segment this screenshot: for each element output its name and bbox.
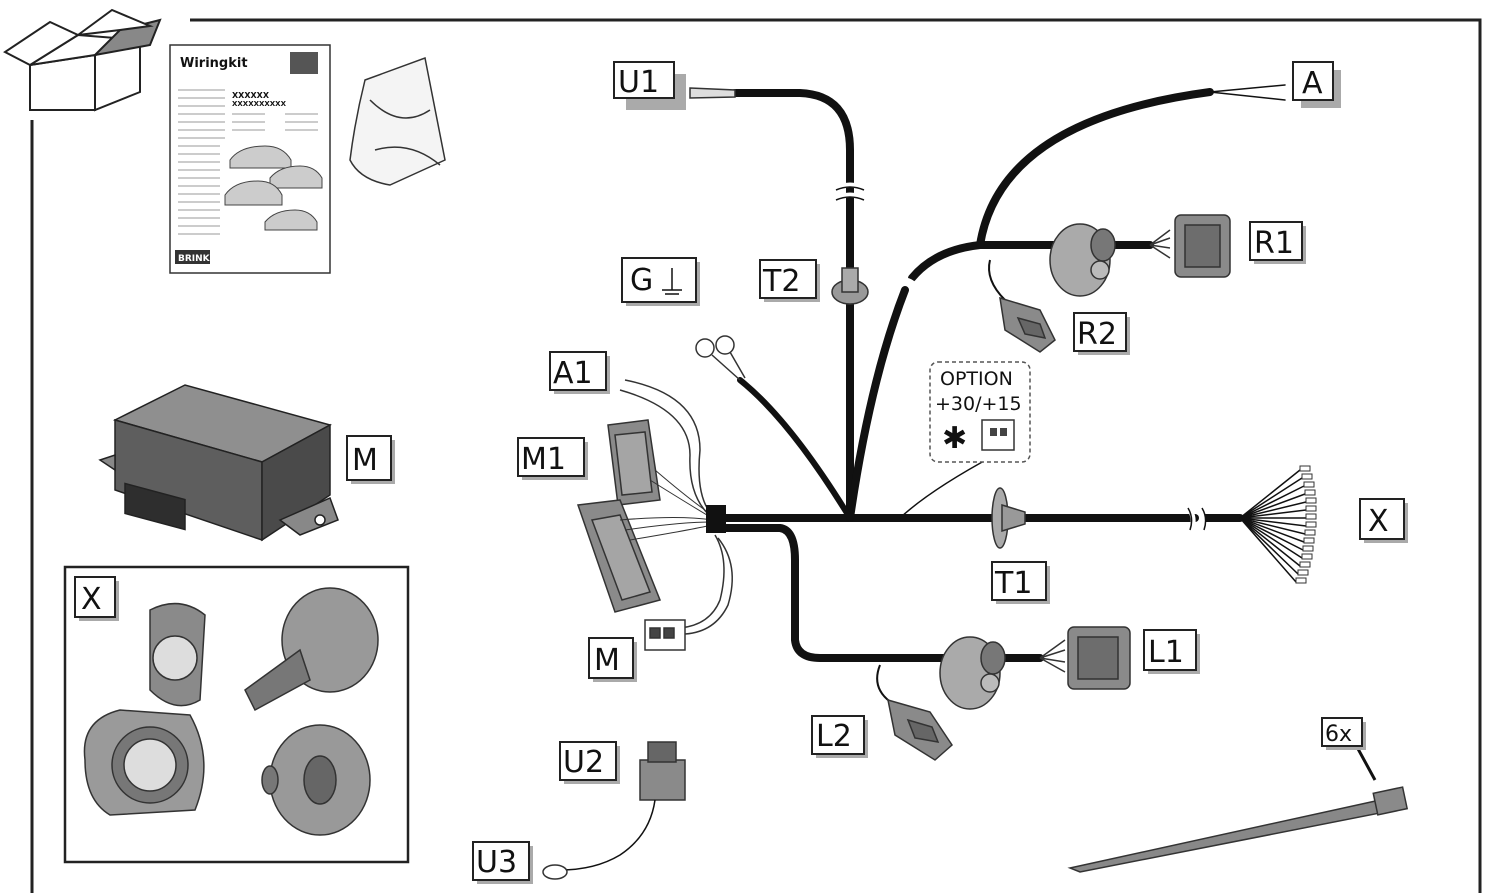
connector-m — [644, 534, 733, 651]
label-m-connector-text: M — [594, 643, 620, 678]
label-m-module: M — [346, 435, 395, 484]
label-g: G — [621, 257, 700, 306]
label-l2: L2 — [811, 715, 868, 758]
socket-kit-box — [63, 565, 410, 864]
wire-terminals-x — [1295, 465, 1317, 584]
label-m-connector: M — [588, 637, 637, 682]
label-x-main: X — [1359, 498, 1408, 543]
label-m1: M1 — [517, 437, 588, 480]
label-t1-text: T1 — [994, 566, 1032, 601]
label-u2-text: U2 — [563, 745, 604, 780]
label-a1: A1 — [549, 351, 610, 394]
label-m1-text: M1 — [521, 442, 566, 477]
grommet-r — [1049, 223, 1116, 297]
label-m-module-text: M — [352, 443, 378, 478]
connector-r2 — [988, 259, 1056, 353]
label-x-box: X — [74, 576, 119, 621]
label-t1: T1 — [991, 561, 1050, 604]
label-6x-text: 6x — [1325, 722, 1352, 747]
fuse-holder-u2 — [559, 741, 686, 871]
label-l1: L1 — [1143, 629, 1200, 674]
label-t2: T2 — [759, 259, 820, 302]
label-u3: U3 — [472, 841, 533, 884]
label-6x: 6x — [1321, 717, 1366, 750]
option-text: OPTION — [940, 368, 1013, 390]
ground-ring-terminal — [695, 335, 746, 381]
ground-icon — [662, 268, 682, 295]
label-g-text: G — [630, 263, 653, 298]
manual-brand: BRINK — [178, 254, 211, 264]
label-a-text: A — [1302, 66, 1323, 101]
label-u1: U1 — [613, 61, 686, 110]
connector-r1 — [1149, 214, 1231, 278]
option-box: OPTION +30/+15 ✱ — [929, 361, 1031, 463]
label-l2-text: L2 — [816, 719, 852, 754]
label-u1-text: U1 — [618, 65, 659, 100]
manual-code2: XXXXXXXXXX — [232, 100, 287, 108]
grommet-t1 — [991, 487, 1026, 549]
plastic-bag-icon — [349, 56, 446, 186]
control-module — [98, 384, 339, 542]
connector-l1 — [1039, 626, 1131, 690]
manual-code1: XXXXXX — [232, 91, 270, 100]
option-symbol: ✱ — [942, 421, 967, 456]
terminal-u1 — [689, 87, 736, 99]
connector-m1-upper — [607, 419, 661, 506]
label-u2: U2 — [559, 741, 620, 784]
label-r2: R2 — [1073, 312, 1130, 355]
connector-m1-lower — [576, 499, 662, 613]
manual-title: Wiringkit — [180, 56, 248, 71]
label-x-main-text: X — [1368, 504, 1389, 539]
option-voltage: +30/+15 — [935, 393, 1022, 415]
wire-break-marks — [836, 182, 1206, 529]
label-a1-text: A1 — [553, 356, 593, 391]
box-icon — [3, 8, 162, 112]
label-t2-text: T2 — [762, 264, 800, 299]
wires-a1 — [619, 379, 716, 521]
label-x-box-text: X — [81, 582, 102, 617]
harness-clip — [706, 505, 726, 533]
cable-tie — [1067, 724, 1409, 873]
label-r1: R1 — [1249, 221, 1306, 264]
label-a: A — [1292, 61, 1341, 108]
frame-border — [30, 18, 1482, 893]
manual-document: Wiringkit XXXXXX XXXXXXXXXX BRINK — [169, 44, 331, 274]
label-r2-text: R2 — [1077, 317, 1117, 352]
grommet-l — [939, 636, 1006, 710]
label-l1-text: L1 — [1148, 635, 1184, 670]
connector-l2 — [876, 664, 953, 761]
grommet-t2 — [831, 267, 869, 305]
label-u3-text: U3 — [476, 845, 517, 880]
harness-wires — [711, 84, 1307, 662]
label-r1-text: R1 — [1254, 226, 1294, 261]
ring-terminal-u3 — [542, 864, 568, 880]
